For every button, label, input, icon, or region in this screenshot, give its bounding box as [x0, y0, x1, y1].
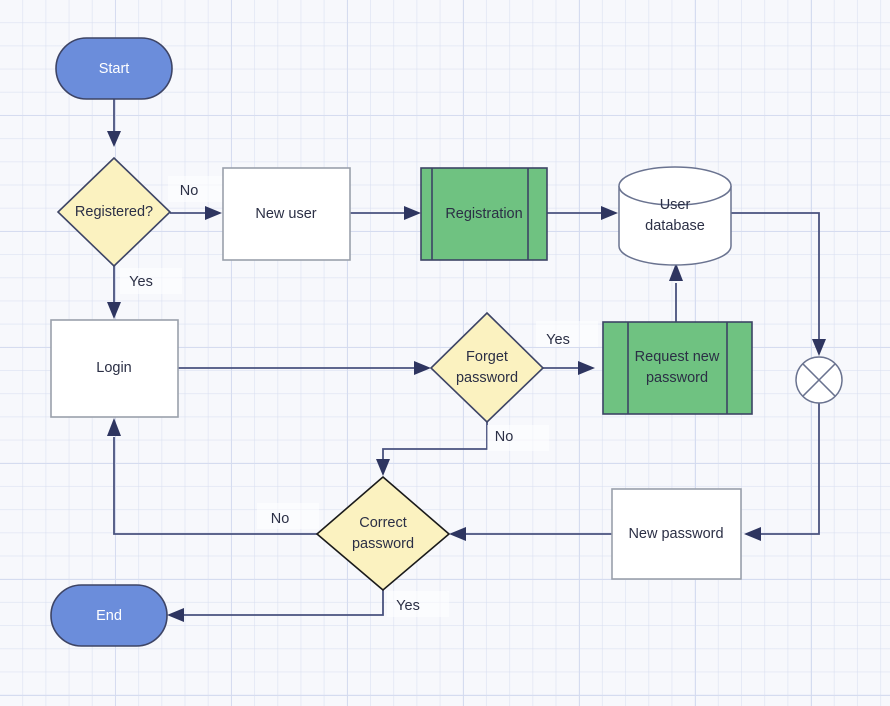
- edge-new-password-to-correct-password: [449, 527, 612, 541]
- end-terminator-shape[interactable]: [50, 584, 168, 647]
- node-end[interactable]: End: [50, 584, 168, 647]
- arrow-head-icon: [107, 302, 121, 319]
- login-process-shape[interactable]: [50, 319, 179, 418]
- node-start[interactable]: Start: [55, 37, 173, 100]
- node-request-new-password[interactable]: Request new password: [602, 321, 753, 415]
- arrow-head-icon: [107, 418, 121, 436]
- arrow-head-icon: [812, 339, 826, 356]
- edge-line: [731, 212, 820, 340]
- registration-side-bars: [431, 168, 529, 260]
- edge-user-database-to-junction: [731, 212, 826, 356]
- request-new-password-side-bars: [627, 322, 728, 414]
- arrow-head-icon: [404, 206, 421, 220]
- edge-correct-password-to-end: Yes: [167, 590, 449, 622]
- edge-junction-to-new-password: [744, 403, 820, 541]
- node-correct-password-decision[interactable]: Correct password: [315, 475, 451, 592]
- arrow-head-icon: [414, 361, 431, 375]
- edge-forget-password-to-request-new-password: Yes: [536, 321, 598, 375]
- node-new-user[interactable]: New user: [222, 167, 351, 261]
- edge-login-to-forget-password: [178, 361, 431, 375]
- node-new-password[interactable]: New password: [611, 488, 742, 580]
- arrow-head-icon: [744, 527, 761, 541]
- start-terminator-shape[interactable]: [55, 37, 173, 100]
- arrow-head-icon: [578, 361, 595, 375]
- node-forget-password-decision[interactable]: Forget password: [429, 311, 545, 424]
- forget-password-decision-shape[interactable]: [429, 311, 545, 424]
- request-new-password-predefined-shape[interactable]: [602, 321, 753, 415]
- user-database-cylinder-top: [618, 185, 732, 206]
- edge-correct-password-to-login: No: [107, 418, 319, 535]
- arrow-head-icon: [601, 206, 618, 220]
- edge-registration-to-user-database: [547, 206, 618, 220]
- edge-label-background: [387, 591, 449, 617]
- node-login[interactable]: Login: [50, 319, 179, 418]
- registered-decision-shape[interactable]: [56, 156, 172, 268]
- edge-line: [382, 422, 488, 460]
- arrow-head-icon: [205, 206, 222, 220]
- node-summing-junction[interactable]: [795, 356, 843, 404]
- edge-label-background: [168, 176, 224, 202]
- edge-line: [761, 403, 820, 535]
- edge-label-background: [487, 425, 549, 451]
- arrow-head-icon: [669, 263, 683, 281]
- correct-password-decision-shape[interactable]: [315, 475, 451, 592]
- edge-new-user-to-registration: [350, 206, 421, 220]
- node-user-database[interactable]: User database: [618, 166, 732, 266]
- edge-line: [184, 590, 384, 616]
- node-registered-decision[interactable]: Registered?: [56, 156, 172, 268]
- node-registration[interactable]: Registration: [420, 167, 548, 261]
- edge-request-new-password-to-user-database: [669, 263, 683, 322]
- edge-label-background: [536, 321, 598, 347]
- arrow-head-icon: [449, 527, 466, 541]
- registration-predefined-shape[interactable]: [420, 167, 548, 261]
- summing-junction-cross-icon: [802, 363, 836, 397]
- new-user-process-shape[interactable]: [222, 167, 351, 261]
- arrow-head-icon: [107, 131, 121, 147]
- arrow-head-icon: [167, 608, 184, 622]
- arrow-head-icon: [376, 459, 390, 476]
- edge-label-background: [257, 503, 319, 529]
- edge-start-to-registered: [107, 99, 121, 147]
- edge-forget-password-to-correct-password: No: [376, 422, 549, 476]
- new-password-process-shape[interactable]: [611, 488, 742, 580]
- edge-label-background: [120, 268, 182, 294]
- user-database-cylinder-shape[interactable]: [618, 166, 732, 266]
- edge-line: [113, 437, 317, 535]
- edge-registered-to-login: Yes: [107, 266, 182, 319]
- edge-registered-to-new-user: No: [168, 176, 224, 220]
